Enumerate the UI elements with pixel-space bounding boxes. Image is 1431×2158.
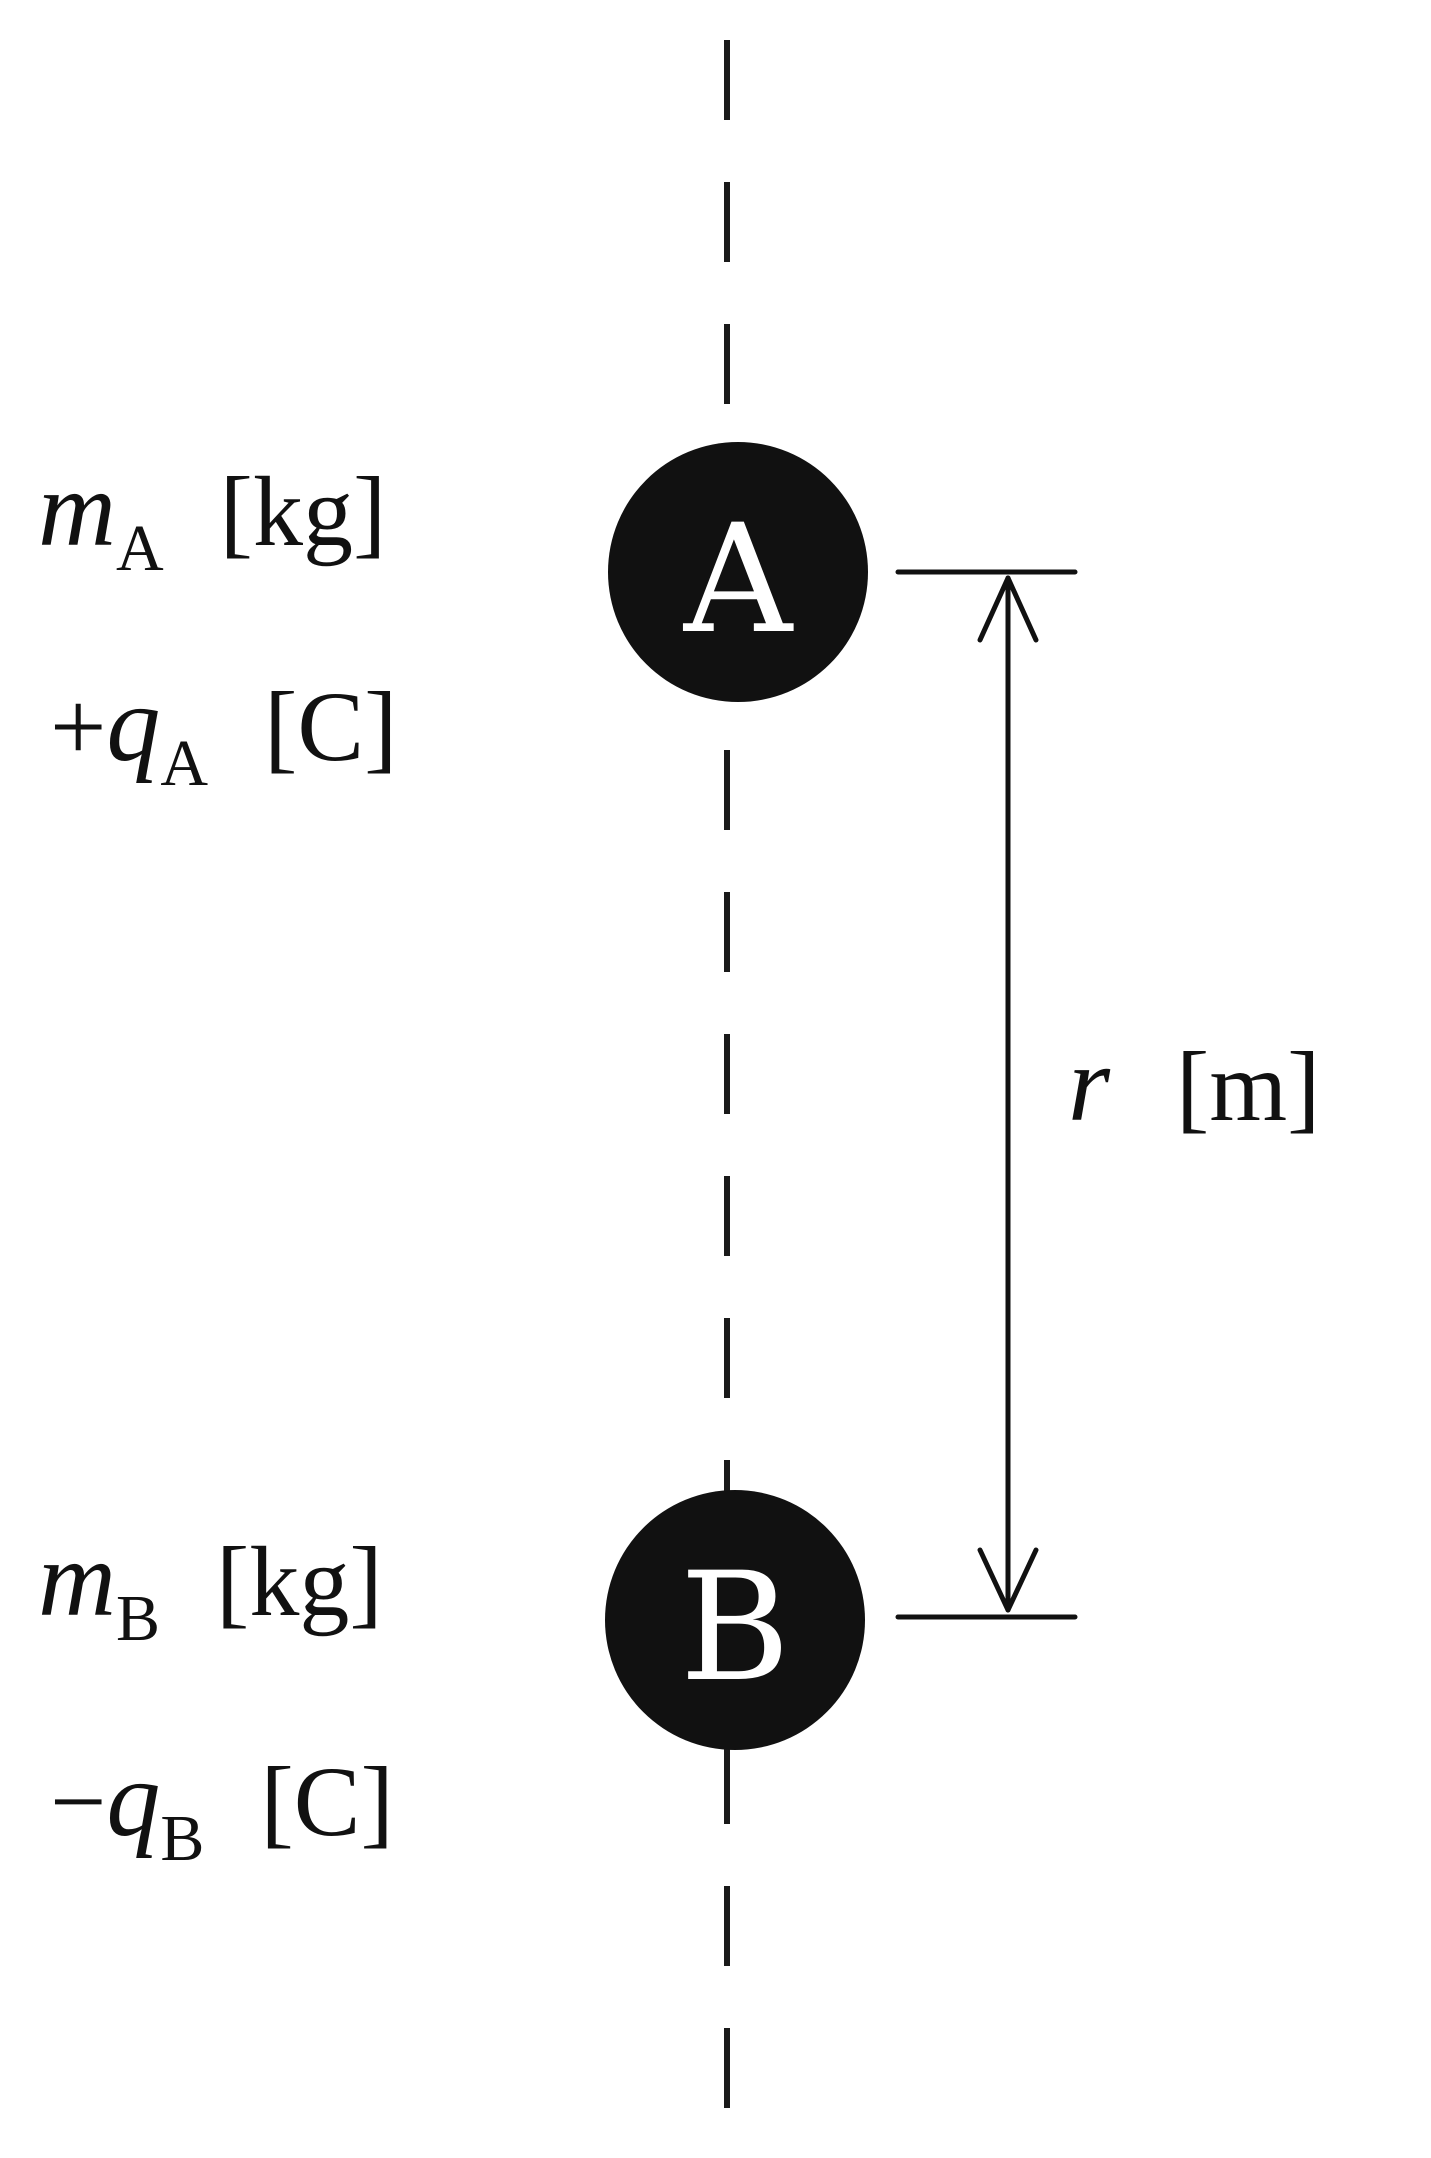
mass-b-symbol: m (38, 1520, 116, 1639)
charge-b-subscript: B (160, 1802, 204, 1875)
sphere-a: A (608, 442, 868, 702)
charge-a-subscript: A (160, 727, 208, 800)
sphere-a-body (608, 442, 868, 702)
mass-a-symbol: m (38, 450, 116, 569)
distance-dimension (895, 569, 1078, 1620)
sphere-a-letter: A (683, 493, 794, 667)
distance-symbol: r (1068, 1025, 1111, 1144)
mass-b-subscript: B (116, 1582, 160, 1655)
mass-b-label: mB [kg] (38, 1520, 383, 1655)
arrowhead-down-icon (977, 1547, 1039, 1613)
arrowhead-up-icon (977, 575, 1039, 643)
charge-b-unit: [C] (260, 1746, 393, 1857)
charge-a-unit: [C] (264, 671, 397, 782)
distance-unit: [m] (1176, 1031, 1320, 1142)
charge-b-symbol: q (106, 1740, 160, 1859)
charge-a-label: +qA [C] (50, 665, 397, 800)
sphere-b-body (605, 1490, 865, 1750)
charge-a-sign: + (50, 671, 106, 782)
sphere-b-letter: B (680, 1541, 790, 1715)
mass-a-label: mA [kg] (38, 450, 386, 585)
charge-b-label: −qB [C] (50, 1740, 394, 1875)
charge-a-symbol: q (106, 665, 160, 784)
sphere-b: B (605, 1490, 865, 1750)
mass-a-unit: [kg] (220, 456, 387, 567)
mass-a-subscript: A (116, 512, 164, 585)
distance-label: r [m] (1068, 1025, 1320, 1144)
mass-b-unit: [kg] (216, 1526, 383, 1637)
charge-b-sign: − (50, 1746, 106, 1857)
